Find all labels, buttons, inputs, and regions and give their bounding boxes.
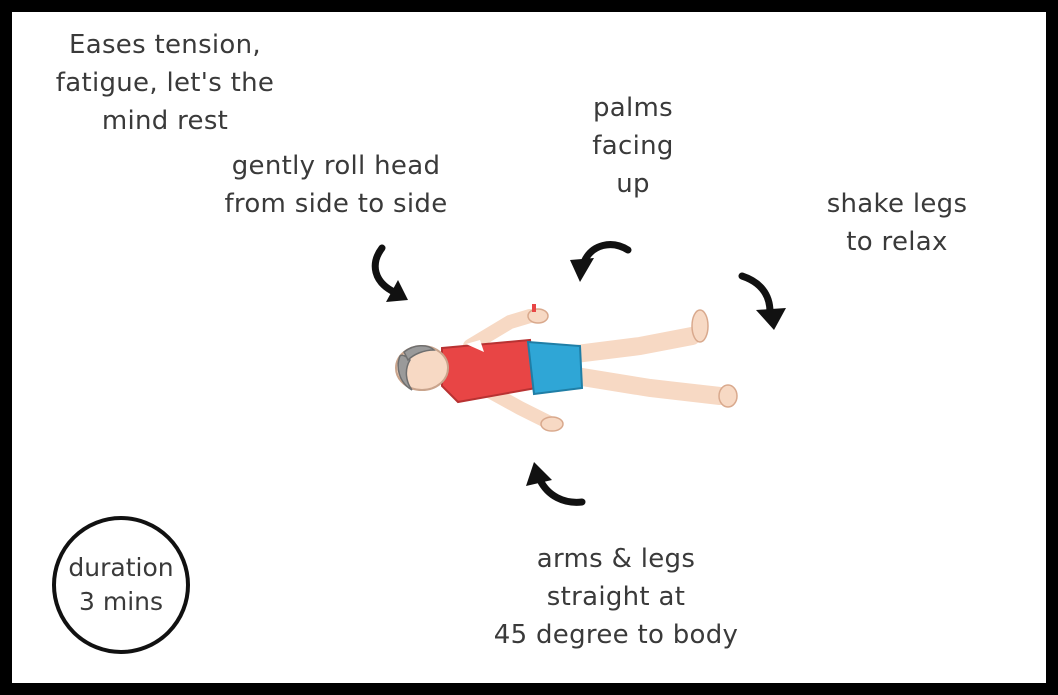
- arms-line-2: straight at: [460, 578, 772, 616]
- duration-label: duration: [68, 551, 173, 585]
- benefit-caption: Eases tension, fatigue, let's the mind r…: [34, 26, 296, 140]
- arms-legs-instruction-caption: arms & legs straight at 45 degree to bod…: [460, 540, 772, 654]
- duration-badge: duration 3 mins: [52, 516, 190, 654]
- duration-value: 3 mins: [79, 585, 163, 619]
- person-lying-icon: [380, 296, 760, 446]
- illustration-panel: Eases tension, fatigue, let's the mind r…: [12, 12, 1046, 683]
- palms-line-1: palms: [578, 89, 688, 127]
- head-line-1: gently roll head: [200, 147, 472, 185]
- arms-line-1: arms & legs: [460, 540, 772, 578]
- palms-line-3: up: [578, 165, 688, 203]
- benefit-line-1: Eases tension,: [34, 26, 296, 64]
- legs-line-2: to relax: [802, 223, 992, 261]
- head-instruction-caption: gently roll head from side to side: [200, 147, 472, 223]
- arms-line-3: 45 degree to body: [460, 616, 772, 654]
- legs-instruction-caption: shake legs to relax: [802, 185, 992, 261]
- head-line-2: from side to side: [200, 185, 472, 223]
- benefit-line-3: mind rest: [34, 102, 296, 140]
- legs-line-1: shake legs: [802, 185, 992, 223]
- palms-line-2: facing: [578, 127, 688, 165]
- arms-legs-arrow-icon: [514, 458, 590, 514]
- palms-arrow-icon: [562, 234, 638, 290]
- palms-instruction-caption: palms facing up: [578, 89, 688, 203]
- benefit-line-2: fatigue, let's the: [34, 64, 296, 102]
